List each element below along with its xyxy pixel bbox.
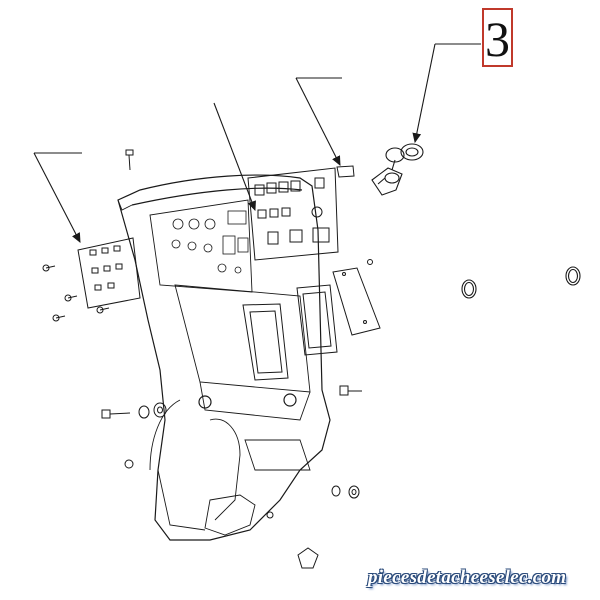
bolt-left — [101, 409, 131, 419]
watermark: piecesdetacheeselec.com — [368, 567, 567, 588]
control-overlay-panel — [247, 167, 339, 261]
leader-small-part — [295, 77, 342, 166]
screw-lower-left — [124, 459, 134, 469]
small-part-top — [336, 165, 355, 178]
housing-display-area — [171, 210, 249, 274]
housing-windows — [242, 284, 338, 381]
screw-top-left — [125, 149, 134, 171]
washer-lower-right — [331, 485, 341, 497]
washer-left — [138, 405, 150, 419]
o-ring-2 — [565, 266, 581, 286]
screw-right-small — [367, 259, 373, 265]
leader-part-3 — [412, 43, 481, 144]
leader-lines — [33, 43, 481, 243]
callout-label-3: 3 — [482, 8, 513, 67]
leader-pcb — [33, 152, 82, 243]
part-3-connector-assembly — [371, 143, 424, 196]
side-cover-plate — [332, 267, 381, 336]
screw-bottom — [266, 511, 274, 519]
o-ring-1 — [461, 279, 477, 299]
leader-overlay — [213, 102, 256, 212]
bolt-right — [339, 385, 362, 396]
nut-lower-right — [348, 485, 360, 499]
screws-and-fasteners — [42, 149, 373, 569]
screw-pcb-3 — [52, 314, 66, 322]
screw-pcb-2 — [64, 294, 78, 302]
o-rings — [461, 266, 581, 299]
screw-pcb-1 — [42, 264, 56, 272]
circuit-board — [77, 237, 141, 309]
clip-bottom — [297, 547, 319, 569]
nut-left — [153, 402, 167, 418]
control-panel-housing — [117, 174, 331, 541]
screw-pcb-4 — [96, 306, 110, 314]
